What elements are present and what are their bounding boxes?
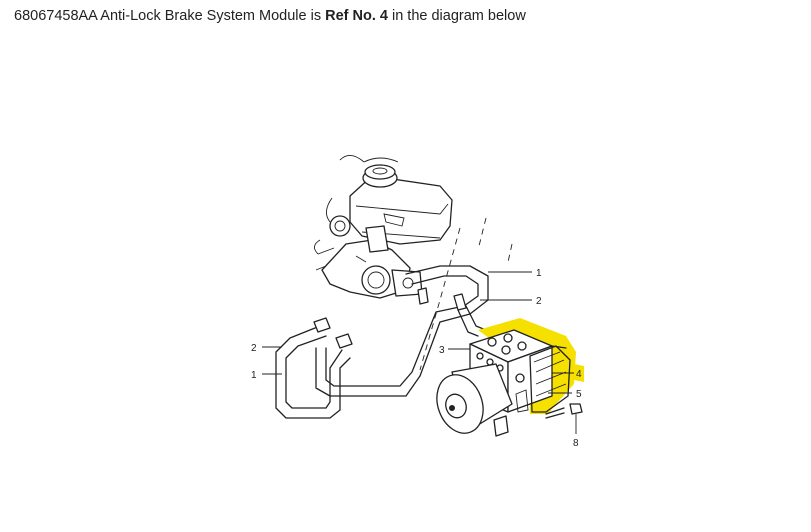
caption-part-number: 68067458AA Anti-Lock Brake System Module…	[14, 8, 326, 24]
master-cylinder-reservoir	[339, 155, 453, 245]
callout-8: 8	[573, 438, 579, 449]
mounting-bolt	[545, 403, 583, 419]
page-caption: 68067458AA Anti-Lock Brake System Module…	[14, 7, 526, 25]
callout-1-left: 1	[251, 370, 257, 381]
callout-5: 5	[576, 389, 582, 400]
brake-lines	[275, 265, 489, 419]
callout-1-upper: 1	[536, 268, 542, 279]
caption-ref-number: Ref No. 4	[325, 8, 388, 24]
centerline-dashed	[419, 227, 461, 371]
caption-suffix: in the diagram below	[387, 8, 526, 24]
callout-4: 4	[576, 369, 582, 380]
callout-2-left: 2	[251, 343, 257, 354]
callout-3: 3	[439, 345, 445, 356]
callout-2-upper: 2	[536, 296, 542, 307]
abs-module	[436, 329, 571, 437]
callouts: 1 2 2 1 3 4 5 8	[251, 268, 582, 449]
master-cylinder-body	[314, 197, 423, 299]
